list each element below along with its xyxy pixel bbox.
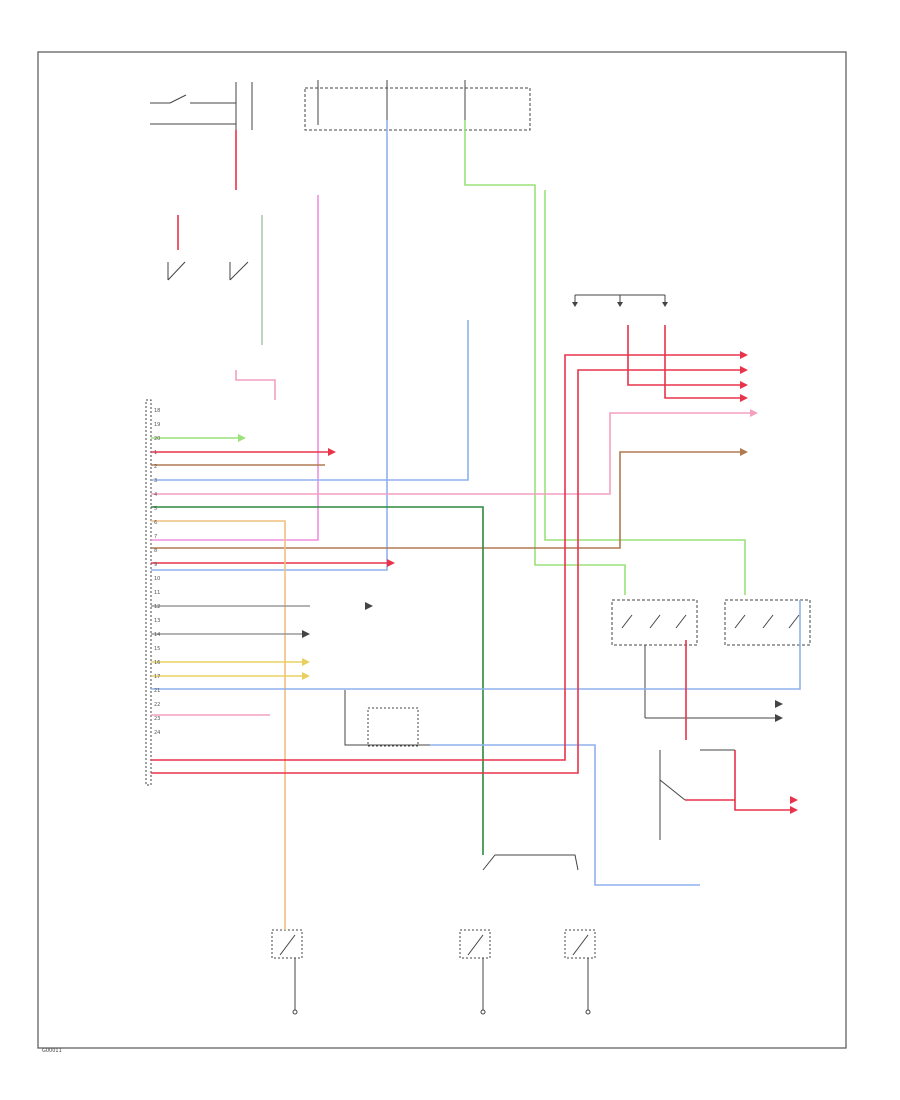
diagram-border — [37, 51, 847, 1049]
pin-label: 12 — [154, 604, 160, 610]
wire-harness — [151, 120, 801, 930]
lower-right-switch — [659, 749, 735, 840]
pin-label: 1 — [154, 450, 157, 456]
top-left-switch — [150, 82, 237, 130]
footer-code: G00011 — [42, 1048, 62, 1054]
pin-label: 3 — [154, 478, 157, 484]
pin-label: 14 — [154, 632, 160, 638]
connector-pin-labels: 18 19 20 1 2 3 4 5 6 7 8 9 10 11 12 13 1… — [154, 408, 160, 736]
door-switch-center — [459, 929, 491, 959]
pin-label: 2 — [154, 464, 157, 470]
pin-label: 15 — [154, 646, 160, 652]
pin-label: 13 — [154, 618, 160, 624]
pin-label: 17 — [154, 674, 160, 680]
pin-label: 11 — [154, 590, 160, 596]
pin-label: 16 — [154, 660, 160, 666]
pin-label: 24 — [154, 730, 160, 736]
pin-label: 23 — [154, 716, 160, 722]
door-switch-grounds — [292, 854, 591, 1015]
pin-label: 4 — [154, 492, 157, 498]
pin-label: 10 — [154, 576, 160, 582]
pin-label: 20 — [154, 436, 160, 442]
door-switch-right — [564, 929, 596, 959]
pin-label: 21 — [154, 688, 160, 694]
central-module-connector — [145, 399, 152, 786]
right-connector-arrows — [740, 351, 798, 814]
pin-label: 22 — [154, 702, 160, 708]
pin-label: 6 — [154, 520, 157, 526]
pin-label: 7 — [154, 534, 157, 540]
center-connector-arrows — [238, 434, 395, 680]
pin-label: 18 — [154, 408, 160, 414]
left-device-relays — [167, 261, 249, 281]
center-module — [344, 690, 580, 747]
pin-label: 9 — [154, 562, 157, 568]
right-relay-group — [572, 294, 668, 307]
pin-label: 8 — [154, 548, 157, 554]
pin-label: 5 — [154, 506, 157, 512]
fuse-panel — [251, 80, 531, 131]
pin-label: 19 — [154, 422, 160, 428]
door-switch-left — [271, 929, 303, 959]
right-relays-pair — [611, 599, 811, 722]
